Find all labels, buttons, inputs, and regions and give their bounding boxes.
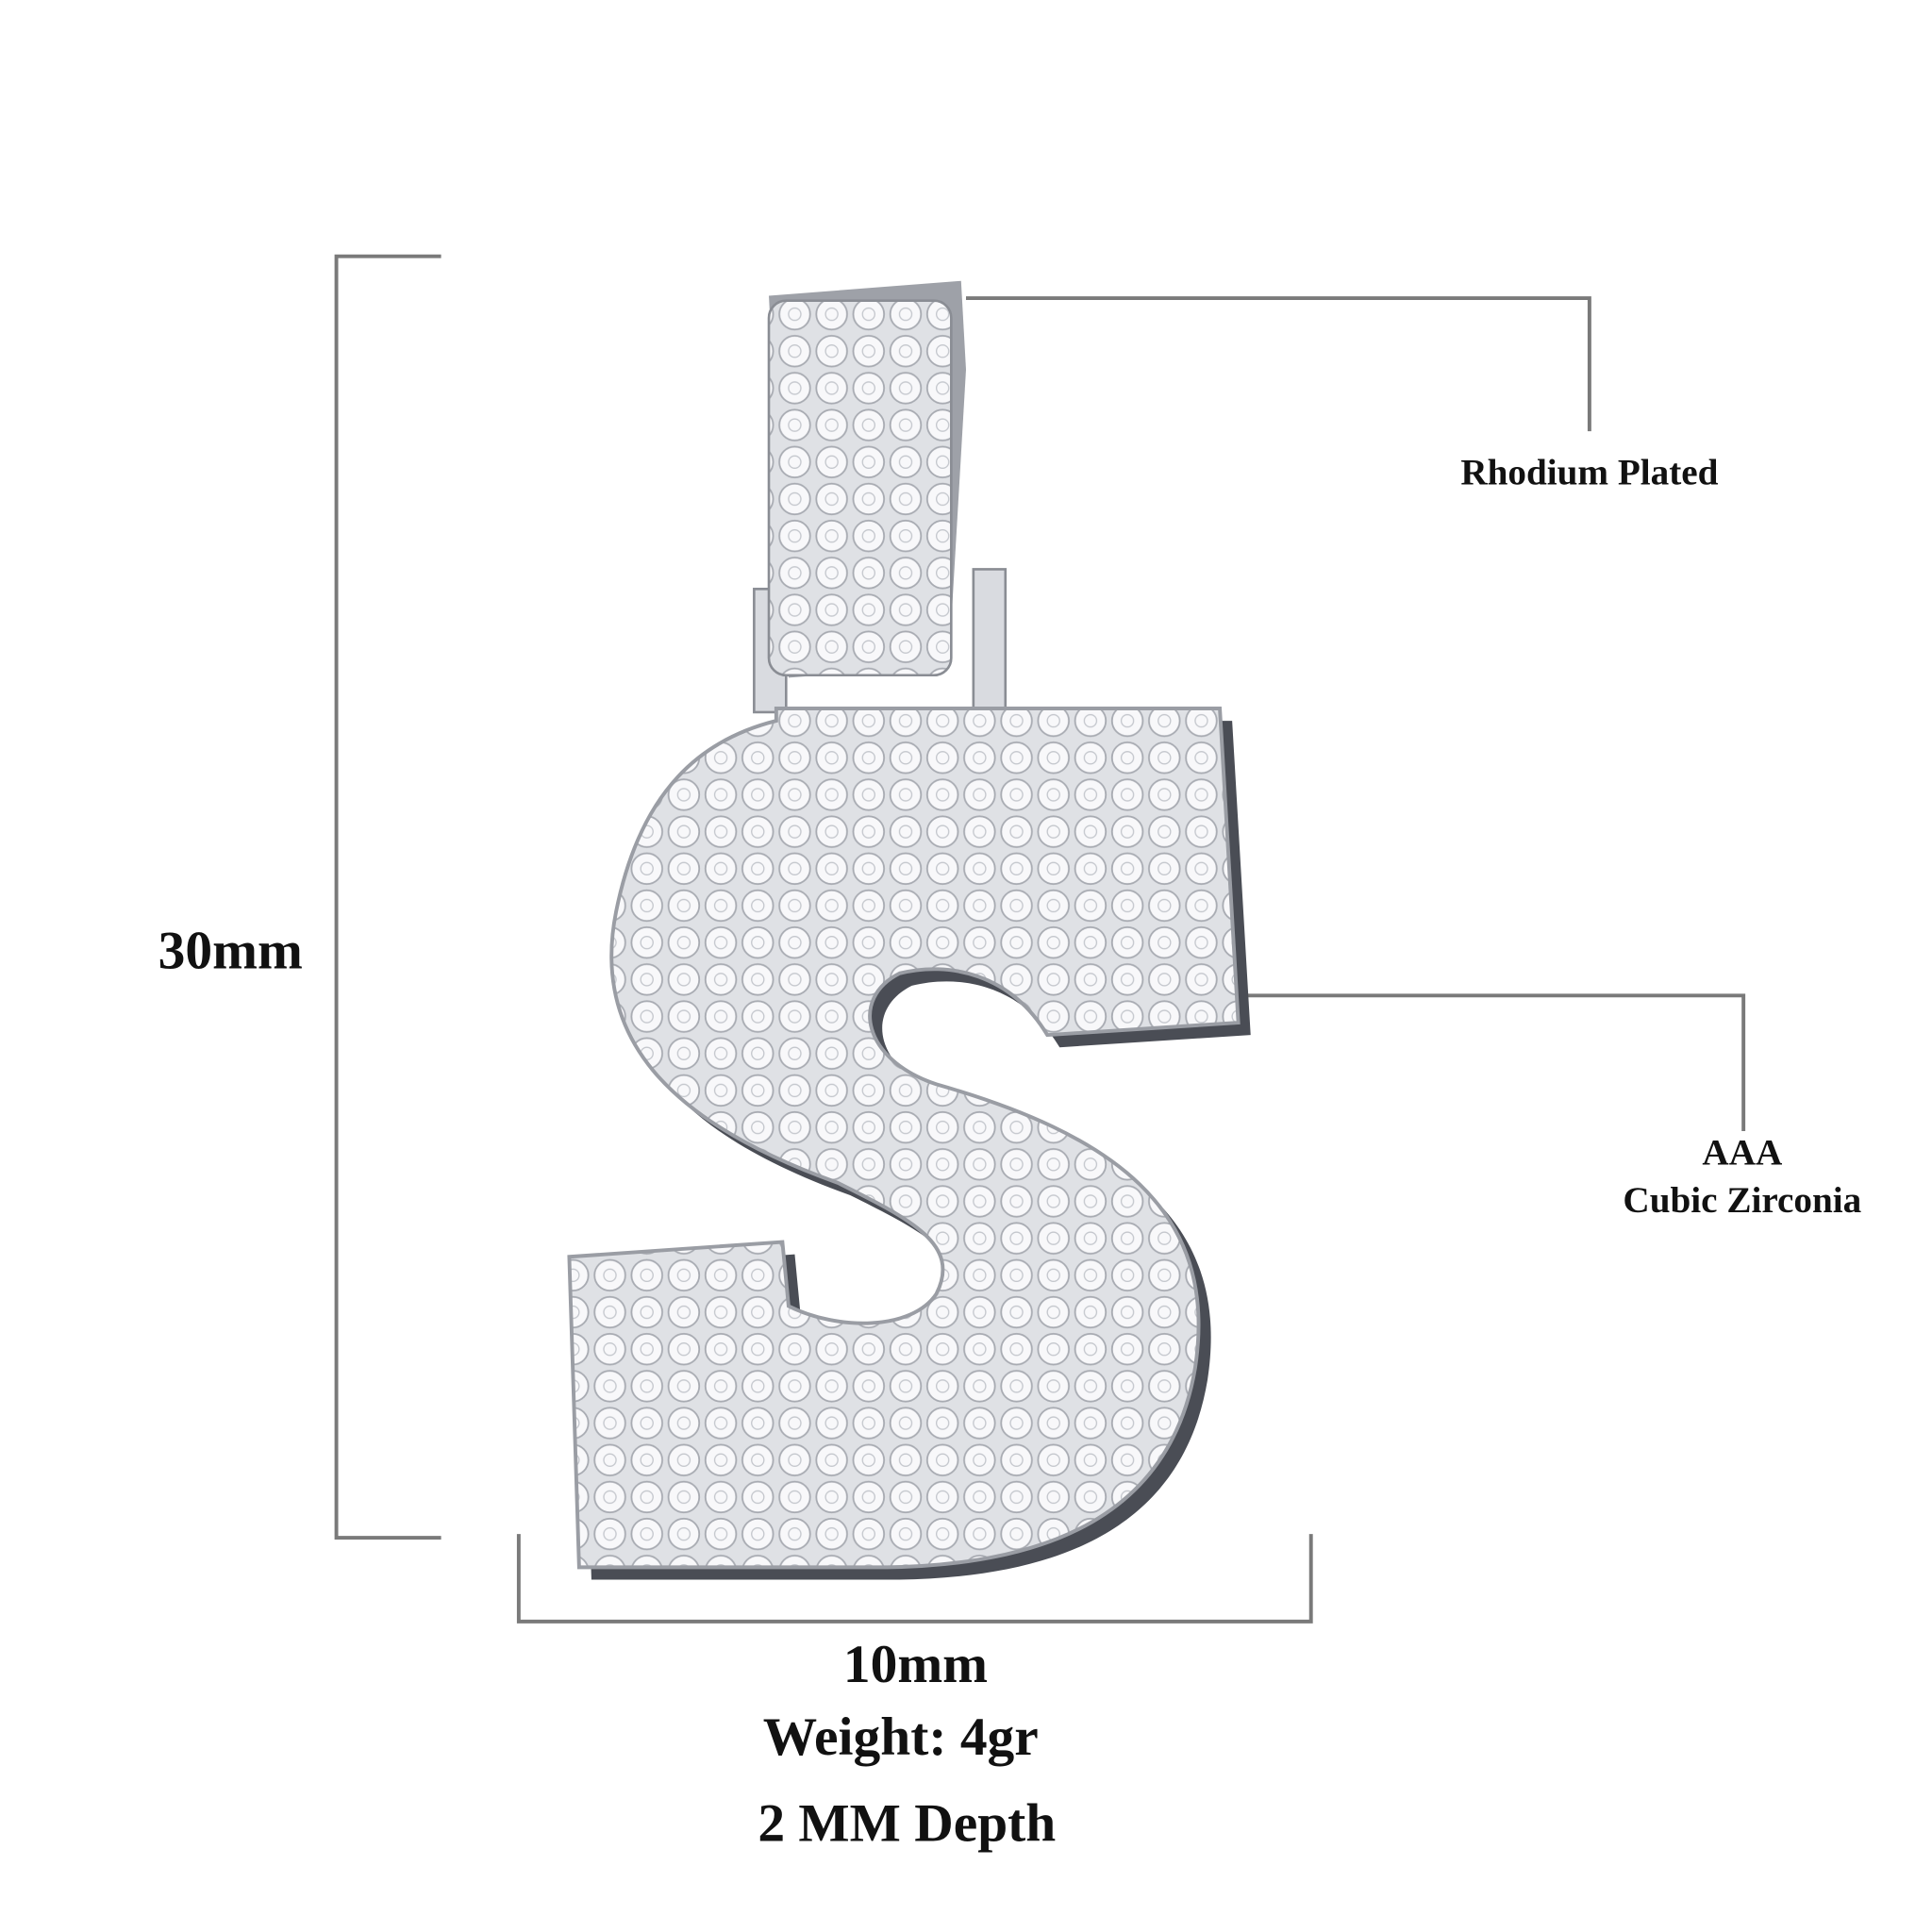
width-dimension-line (516, 1534, 1313, 1624)
height-label: 30mm (158, 922, 303, 981)
stone-leader-line (1232, 993, 1746, 1132)
pendant-bail (753, 280, 1008, 714)
stone-type-label: Cubic Zirconia (1623, 1180, 1861, 1221)
stone-grade-label: AAA (1702, 1132, 1782, 1173)
plating-leader-line (965, 296, 1591, 432)
weight-label: Weight: 4gr (763, 1707, 1039, 1767)
height-dimension-line (334, 254, 441, 1540)
plating-label: Rhodium Plated (1460, 452, 1718, 492)
width-label: 10mm (843, 1635, 988, 1694)
pendant-letter-s (567, 707, 1251, 1580)
depth-label: 2 MM Depth (758, 1793, 1056, 1853)
